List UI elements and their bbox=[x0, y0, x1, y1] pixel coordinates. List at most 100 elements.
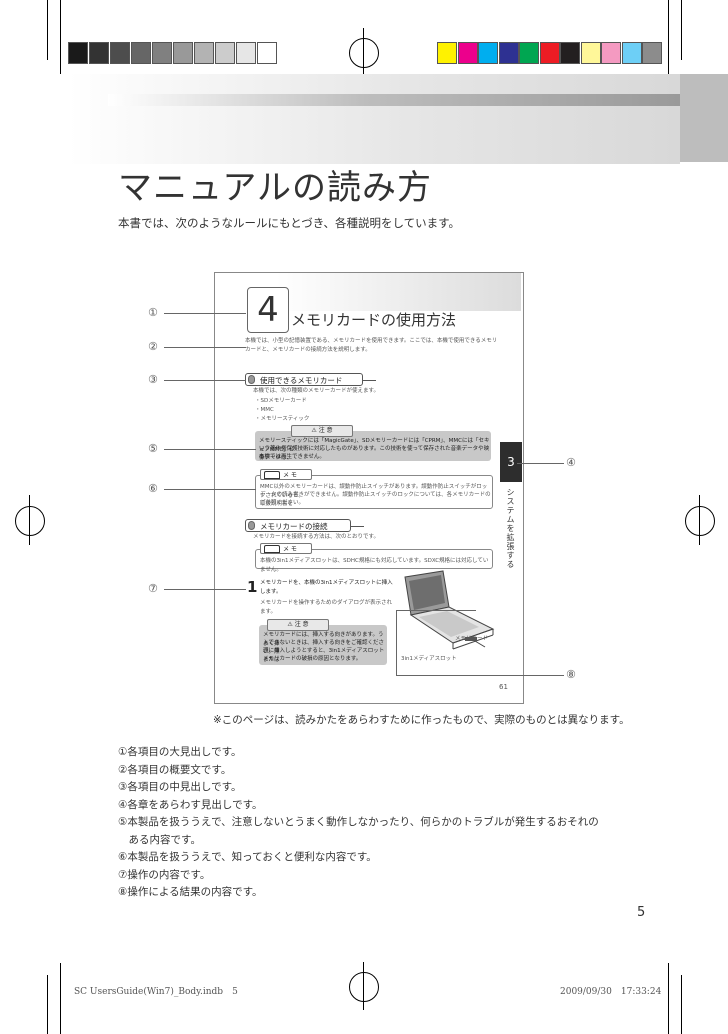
heading-cap-icon bbox=[248, 521, 255, 530]
color-swatch bbox=[560, 42, 580, 64]
legend-item: ⑧操作による結果の内容です。 bbox=[118, 886, 263, 898]
section1-item: ・SDメモリーカード bbox=[255, 398, 307, 404]
memo-line: MMC以外のメモリーカードは、誤動作防止スイッチがあります。誤動作防止スイッチが… bbox=[260, 484, 488, 499]
legend-item: ④各章をあらわす見出しです。 bbox=[118, 798, 263, 811]
gray-swatch bbox=[194, 42, 214, 64]
caution-line: 入できないときは、挿入する向きをご確認ください。無 bbox=[263, 640, 385, 655]
header-band-stripe bbox=[108, 94, 680, 106]
side-chapter-text: システムを拡張する bbox=[506, 488, 515, 569]
caution-heading: ⚠ 注 意 bbox=[291, 425, 353, 437]
legend-item: ⑥本製品を扱ううえで、知っておくと便利な内容です。 bbox=[118, 851, 377, 863]
footer-timestamp: 2009/09/30 17:33:24 bbox=[560, 987, 662, 997]
leader-line-2 bbox=[164, 347, 246, 348]
memo-heading: メ モ bbox=[260, 543, 312, 554]
color-swatch bbox=[601, 42, 621, 64]
sample-page-number: 61 bbox=[499, 683, 508, 691]
legend-list: ①各項目の大見出しです。 ②各項目の概要文です。 ③各項目の中見出しです。 ④各… bbox=[118, 744, 599, 902]
footer-filename: SC UsersGuide(Win7)_Body.indb 5 bbox=[74, 987, 238, 997]
caution-line: 理に挿入しようとすると、3in1メディアスロットまたは bbox=[263, 648, 385, 663]
legend-item: ⑦操作の内容です。 bbox=[118, 868, 211, 881]
chapter-title: メモリカードの使用方法 bbox=[291, 311, 457, 329]
section-heading-label: 使用できるメモリカード bbox=[260, 376, 343, 385]
leader-line-8 bbox=[396, 675, 564, 676]
illustration-label-slot: 3in1メディアスロット bbox=[401, 656, 457, 662]
color-swatch bbox=[498, 42, 519, 64]
legend-item: ⑤本製品を扱ううえで、注意しないとうまく動作しなかったり、何らかのトラブルが発生… bbox=[118, 816, 599, 828]
color-swatch bbox=[457, 42, 478, 64]
memo-line: 本機の3in1メディアスロットは、SDHC規格にも対応しています。SDXC規格に… bbox=[260, 558, 489, 573]
section1-body: 本機では、次の種類のメモリーカードが使えます。 bbox=[253, 388, 379, 394]
section1-item: ・MMC bbox=[255, 407, 274, 413]
gray-swatch bbox=[110, 42, 130, 64]
step-instruction: します。 bbox=[260, 589, 282, 595]
memo-box-2: メ モ 本機の3in1メディアスロットは、SDHC規格にも対応しています。SDX… bbox=[255, 543, 493, 573]
step-result: メモリカードを操作するためのダイアログが表示され bbox=[260, 600, 393, 606]
marker-6: ⑥ bbox=[148, 482, 158, 495]
step-number: 1 bbox=[247, 578, 258, 596]
caution-heading: ⚠ 注 意 bbox=[267, 619, 329, 631]
legend-item: ②各項目の概要文です。 bbox=[118, 763, 232, 776]
leader-line-5 bbox=[164, 449, 256, 450]
legend-item: ①各項目の大見出しです。 bbox=[118, 746, 242, 758]
gray-swatch bbox=[89, 42, 109, 64]
book-icon bbox=[264, 471, 280, 479]
gray-swatch bbox=[68, 42, 88, 64]
section-heading-usable-cards: 使用できるメモリカード bbox=[245, 373, 376, 386]
color-swatch bbox=[519, 42, 539, 64]
marker-7: ⑦ bbox=[148, 582, 158, 595]
section1-item: ・メモリースティック bbox=[255, 416, 310, 422]
memo-box: メ モ MMC以外のメモリーカードは、誤動作防止スイッチがあります。誤動作防止ス… bbox=[255, 469, 493, 509]
marker-8: ⑧ bbox=[566, 668, 576, 681]
step-result: ます。 bbox=[260, 609, 276, 615]
side-chapter-number: 3 bbox=[500, 442, 522, 482]
legend-item: ③各項目の中見出しです。 bbox=[118, 781, 242, 793]
leader-line-4 bbox=[517, 463, 564, 464]
chapter-summary-line2: カードと、メモリカードの接続方法を説明します。 bbox=[245, 347, 371, 353]
sample-page: 4 メモリカードの使用方法 本機では、小型の記憶装置である、メモリカードを使用で… bbox=[214, 272, 524, 704]
gray-swatch bbox=[257, 42, 277, 64]
caution-line: メモリカードの破損の原因となります。 bbox=[263, 656, 362, 662]
color-swatch bbox=[478, 42, 498, 64]
gray-swatch bbox=[152, 42, 172, 64]
chapter-side-tab: 3 システムを拡張する bbox=[500, 442, 522, 577]
leader-line-8-vertical bbox=[396, 610, 397, 675]
leader-line-6 bbox=[164, 489, 256, 490]
gray-swatch bbox=[131, 42, 151, 64]
legend-item: ある内容です。 bbox=[118, 833, 201, 846]
caution-line: メモリカードには、挿入する向きがあります。うまく挿 bbox=[263, 632, 384, 647]
leader-line-1 bbox=[164, 313, 246, 314]
header-band-side bbox=[680, 74, 728, 162]
laptop-illustration bbox=[395, 569, 499, 663]
page-title: マニュアルの読み方 bbox=[118, 168, 432, 208]
gray-swatch bbox=[173, 42, 193, 64]
leader-line-3 bbox=[164, 380, 246, 381]
color-swatch bbox=[621, 42, 642, 64]
header-band bbox=[0, 74, 680, 164]
memo-line: ご参照ください。 bbox=[260, 500, 305, 506]
heading-cap-icon bbox=[248, 375, 255, 384]
memo-heading: メ モ bbox=[260, 469, 312, 480]
leader-line-8-horizontal bbox=[396, 610, 476, 611]
section2-body: メモリカードを接続する方法は、次のとおりです。 bbox=[253, 534, 379, 540]
chapter-number-box: 4 bbox=[247, 287, 289, 333]
leader-line-7 bbox=[164, 589, 246, 590]
step-instruction: メモリカードを、本機の3in1メディアスロットに挿入 bbox=[260, 580, 393, 586]
caution-line: 本機では再生できません。 bbox=[259, 454, 325, 460]
marker-2: ② bbox=[148, 340, 158, 353]
marker-4: ④ bbox=[566, 456, 576, 469]
page-intro: 本書では、次のようなルールにもとづき、各種説明をしています。 bbox=[118, 216, 461, 230]
marker-1: ① bbox=[148, 306, 158, 319]
section-heading-connect: メモリカードの接続 bbox=[245, 519, 364, 532]
marker-5: ⑤ bbox=[148, 442, 158, 455]
color-swatch bbox=[437, 42, 457, 64]
caution-box-2: ⚠ 注 意 メモリカードには、挿入する向きがあります。うまく挿 入できないときは… bbox=[259, 619, 387, 665]
page-number: 5 bbox=[637, 905, 646, 920]
gray-swatch bbox=[236, 42, 256, 64]
color-swatch bbox=[642, 42, 662, 64]
color-swatch bbox=[539, 42, 560, 64]
section-heading-label: メモリカードの接続 bbox=[260, 522, 328, 531]
memo-line: データの読み書きができません。誤動作防止スイッチのロックについては、各メモリカー… bbox=[260, 492, 491, 507]
caution-box: ⚠ 注 意 メモリースティックには「MagicGate」、SDメモリーカードには… bbox=[255, 425, 491, 461]
sample-note: ※このページは、読みかたをあらわすために作ったもので、実際のものとは異なります。 bbox=[213, 714, 630, 726]
caution-line: いう著作権保護技術に対応したものがあります。この技術を使って保存された音楽データ… bbox=[259, 446, 490, 461]
